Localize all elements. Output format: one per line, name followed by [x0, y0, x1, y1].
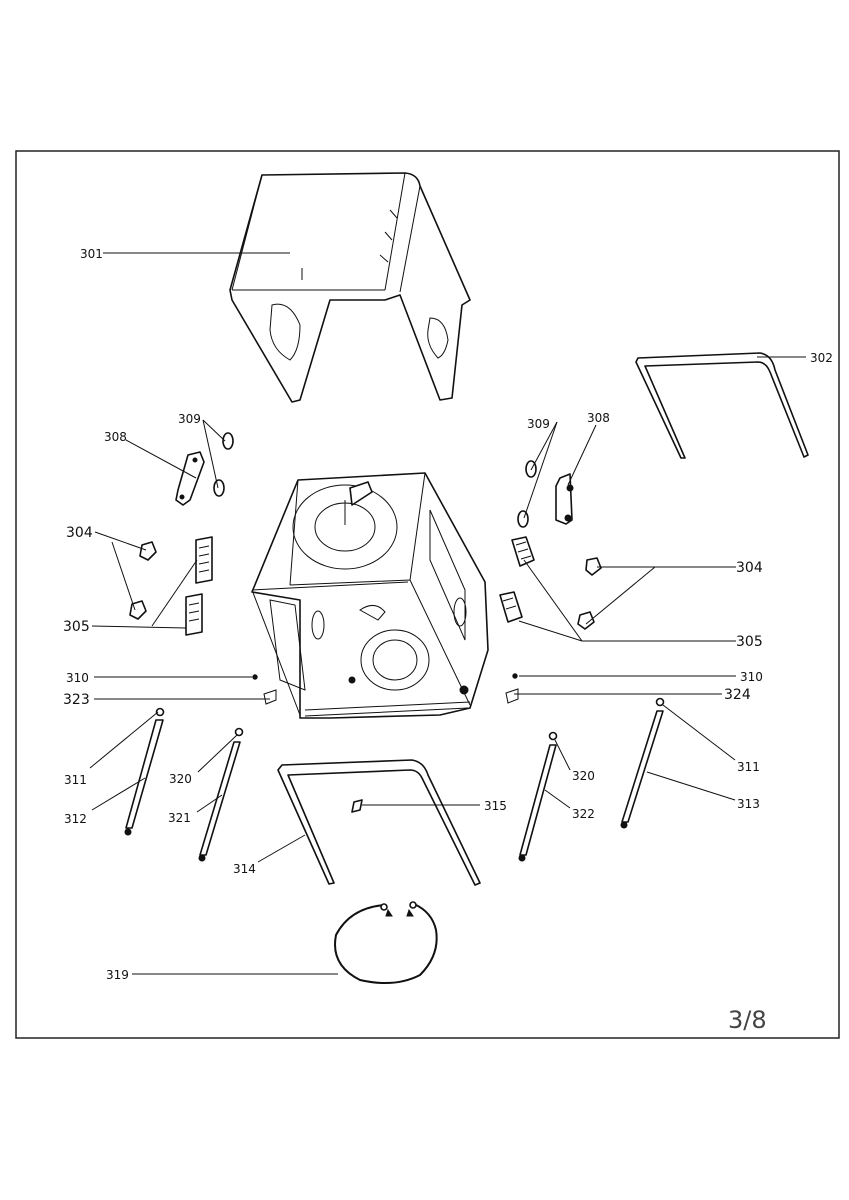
clip-part-304-left[interactable] — [129, 541, 157, 620]
pin-part-310-right[interactable] — [512, 673, 518, 679]
label-301: 301 — [80, 247, 103, 261]
hinge-arm-part-308-left[interactable] — [175, 451, 205, 506]
label-311-right: 311 — [737, 760, 760, 774]
washer-part-309-left[interactable] — [213, 432, 234, 497]
label-323: 323 — [63, 692, 90, 708]
label-304-right: 304 — [736, 560, 763, 576]
clip-part-304-right[interactable] — [577, 557, 602, 630]
bracket-part-323[interactable] — [263, 689, 277, 705]
washer-part-309-right[interactable] — [517, 460, 537, 528]
part-labels: 301 302 308 309 309 308 304 304 305 305 … — [63, 247, 833, 1034]
spring-part-321[interactable] — [198, 727, 244, 862]
top-rail-part-302[interactable] — [635, 352, 809, 459]
label-324: 324 — [724, 687, 751, 703]
label-305-right: 305 — [736, 634, 763, 650]
label-320-left: 320 — [169, 772, 192, 786]
bracket-part-324[interactable] — [505, 688, 519, 704]
label-310-left: 310 — [66, 671, 89, 685]
label-319: 319 — [106, 968, 129, 982]
label-312: 312 — [64, 812, 87, 826]
bottom-rail-part-314[interactable] — [277, 759, 481, 886]
spring-part-312[interactable] — [124, 707, 165, 836]
spring-part-313[interactable] — [620, 697, 665, 829]
label-322: 322 — [572, 807, 595, 821]
label-309-left: 309 — [178, 412, 201, 426]
bracket-part-305-left[interactable] — [185, 536, 213, 636]
label-314: 314 — [233, 862, 256, 876]
ring-part-319[interactable] — [334, 901, 438, 985]
label-308-right: 308 — [587, 411, 610, 425]
pin-part-310-left[interactable] — [252, 674, 258, 680]
label-309-right: 309 — [527, 417, 550, 431]
page-number: 3/8 — [728, 1006, 767, 1034]
small-part-315[interactable] — [351, 799, 363, 813]
label-308-left: 308 — [104, 430, 127, 444]
label-304-left: 304 — [66, 525, 93, 541]
label-302: 302 — [810, 351, 833, 365]
diagram-frame — [15, 150, 840, 1039]
label-320-right: 320 — [572, 769, 595, 783]
tub-assembly[interactable] — [251, 472, 489, 719]
spring-part-322[interactable] — [518, 731, 558, 862]
label-315: 315 — [484, 799, 507, 813]
bracket-part-305-right[interactable] — [499, 536, 535, 623]
label-313: 313 — [737, 797, 760, 811]
leader-lines — [89, 252, 806, 975]
label-311-left: 311 — [64, 773, 87, 787]
hinge-arm-part-308-right[interactable] — [555, 473, 574, 525]
label-305-left: 305 — [63, 619, 90, 635]
top-cover-part-301[interactable] — [229, 172, 471, 403]
label-321: 321 — [168, 811, 191, 825]
label-310-right: 310 — [740, 670, 763, 684]
